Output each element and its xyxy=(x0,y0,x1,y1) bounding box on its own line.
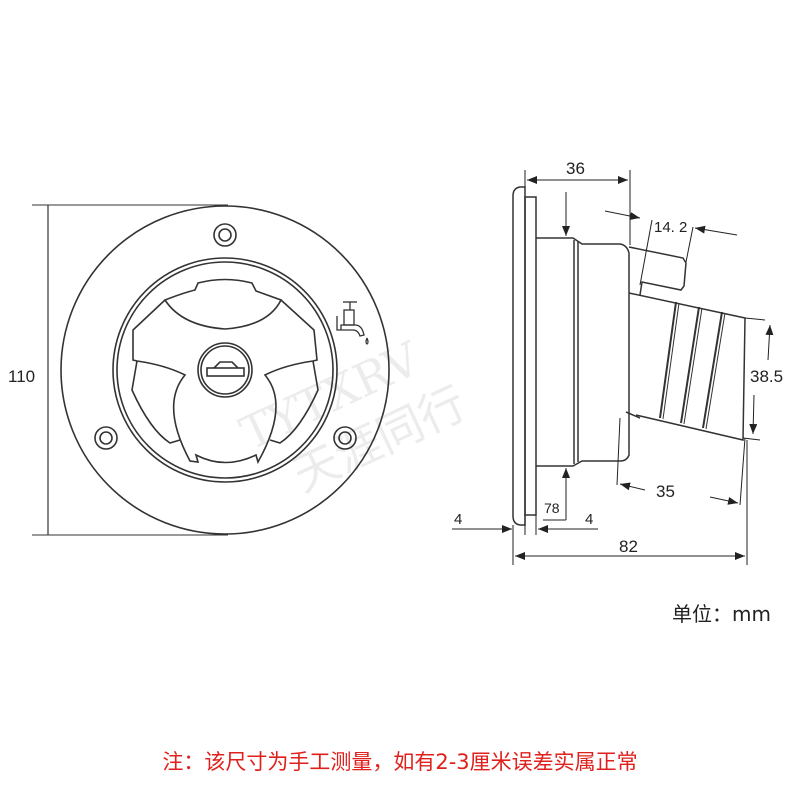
overall-depth-label: 82 xyxy=(619,537,638,556)
measurement-note: 注：该尺寸为手工测量，如有2-3厘米误差实属正常 xyxy=(162,750,638,774)
flange-left-label: 4 xyxy=(454,511,462,528)
dimension-lines xyxy=(452,170,774,565)
front-view xyxy=(32,204,390,536)
body-diameter-label: 78 xyxy=(544,500,560,516)
flange-right-label: 4 xyxy=(585,511,593,528)
unit-label: 单位：mm xyxy=(672,602,771,626)
water-tap-icon xyxy=(336,301,369,345)
watermark: TYTXRV 天涯同行 xyxy=(232,331,474,503)
body xyxy=(536,237,630,467)
small-pipe-label: 14. 2 xyxy=(654,219,687,236)
lock-hub xyxy=(197,342,253,398)
cap-handle xyxy=(163,278,283,330)
outer-flange xyxy=(60,205,390,535)
screw-holes xyxy=(94,223,357,450)
hose-diameter-label: 38.5 xyxy=(750,367,783,386)
diameter-label: 110 xyxy=(8,367,35,386)
depth-label: 36 xyxy=(566,159,585,178)
side-view xyxy=(512,186,746,526)
lock-icon xyxy=(206,361,245,377)
hose-barb xyxy=(628,292,746,441)
small-pipe xyxy=(628,246,687,296)
hose-length-label: 35 xyxy=(656,482,675,501)
flange xyxy=(512,186,526,526)
